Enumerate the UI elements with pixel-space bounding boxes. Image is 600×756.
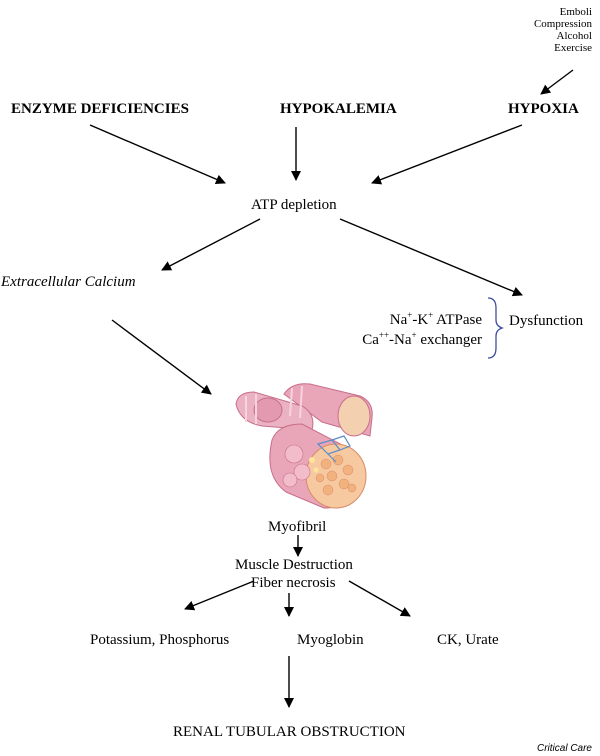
arrow-atp-to-dysfunction: [339, 218, 523, 297]
myoglobin-label: Myoglobin: [297, 632, 364, 648]
muscle-fiber-illustration: [232, 380, 380, 517]
ca-na-exchanger-label: Ca++-Na+ exchanger: [362, 330, 482, 348]
arrow-enzyme-to-atp: [89, 124, 226, 185]
arrow-hypoxia-to-atp: [371, 124, 523, 185]
extracellular-calcium-label: Extracellular Calcium: [1, 274, 136, 290]
atp-depletion-label: ATP depletion: [251, 197, 337, 213]
arrow-calcium-to-myofibril: [111, 319, 212, 395]
cause-hypoxia: HYPOXIA: [508, 101, 579, 117]
na-k-atpase-label: Na+-K+ ATPase: [389, 310, 482, 328]
risk-factor-exercise: Exercise: [554, 42, 592, 54]
cause-enzyme-deficiencies: ENZYME DEFICIENCIES: [11, 101, 189, 117]
myofibril-label: Myofibril: [268, 519, 327, 535]
arrow-risk-to-hypoxia: [540, 69, 574, 95]
dysfunction-label: Dysfunction: [509, 313, 584, 329]
pump-brace: [487, 297, 505, 359]
muscle-fiber-image: [235, 383, 373, 509]
risk-factors-list: Emboli Compression Alcohol Exercise: [534, 6, 592, 54]
risk-factor-alcohol: Alcohol: [556, 30, 592, 42]
arrow-to-ck: [348, 580, 411, 617]
fiber-necrosis-label: Fiber necrosis: [251, 575, 336, 591]
cause-hypokalemia: HYPOKALEMIA: [280, 101, 397, 117]
risk-factor-compression: Compression: [533, 18, 592, 30]
arrow-to-potassium: [184, 580, 255, 611]
ck-urate-label: CK, Urate: [437, 632, 499, 648]
potassium-phosphorus-label: Potassium, Phosphorus: [90, 632, 230, 648]
source-credit: Critical Care: [536, 743, 592, 754]
risk-factor-emboli: Emboli: [559, 6, 592, 18]
muscle-destruction-label: Muscle Destruction: [235, 557, 353, 573]
arrow-atp-to-calcium: [161, 218, 261, 271]
renal-tubular-obstruction-label: RENAL TUBULAR OBSTRUCTION: [173, 724, 406, 740]
